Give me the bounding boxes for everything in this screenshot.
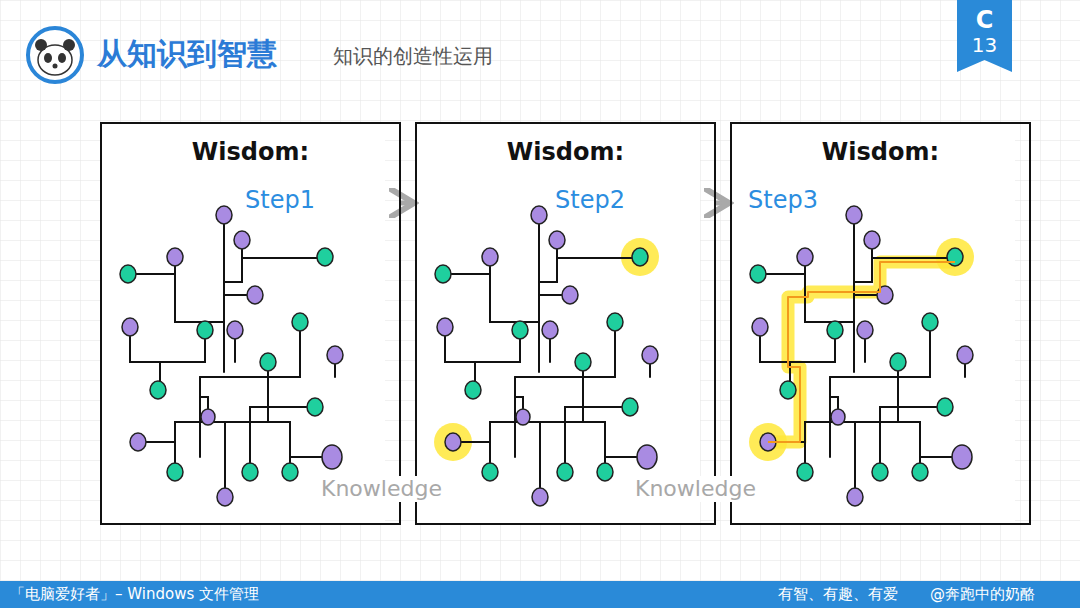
wisdom-panel: Wisdom:: [730, 122, 1031, 525]
panel-heading: Wisdom:: [417, 138, 714, 167]
step-arrow: [717, 201, 729, 206]
page-title: 从知识到智慧: [97, 36, 277, 72]
wisdom-panel: Wisdom:: [100, 122, 401, 525]
badge-letter: C: [957, 6, 1012, 35]
footer-author: @奔跑中的奶酪: [930, 585, 1035, 603]
step-label: Step2: [555, 186, 625, 215]
subtitle: 知识的创造性运用: [333, 44, 493, 68]
knowledge-label: Knowledge: [318, 476, 445, 502]
footer-slogan: 有智、有趣、有爱: [778, 585, 898, 603]
panel-heading: Wisdom:: [102, 138, 399, 167]
step-arrow: [402, 201, 414, 206]
step-label: Step3: [748, 186, 818, 215]
step-label: Step1: [245, 186, 315, 215]
wisdom-panel: Wisdom:: [415, 122, 716, 525]
knowledge-label: Knowledge: [632, 476, 759, 502]
panel-heading: Wisdom:: [732, 138, 1029, 167]
footer-text: 「电脑爱好者」– Windows 文件管理: [10, 585, 259, 603]
badge-number: 13: [957, 33, 1012, 57]
